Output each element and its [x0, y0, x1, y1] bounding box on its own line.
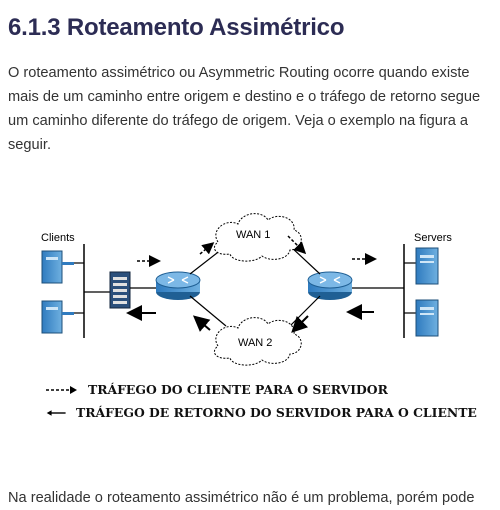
- left-router-icon: [155, 271, 201, 300]
- wan2-label: WAN 2: [238, 337, 272, 349]
- followup-paragraph: Na realidade o roteamento assimétrico nã…: [8, 490, 475, 506]
- wan1-outbound-arrow-left: [199, 242, 215, 255]
- server-icon: [415, 299, 439, 337]
- wan1-cloud-icon: [214, 213, 302, 262]
- legend-dashed: TRÁFEGO DO CLIENTE PARA O SERVIDOR: [46, 382, 388, 397]
- server-icon: [415, 247, 439, 285]
- intro-paragraph: O roteamento assimétrico ou Asymmetric R…: [8, 65, 481, 153]
- client-station-icon: [41, 250, 74, 284]
- firewall-icon: [109, 271, 131, 309]
- section-heading: 6.1.3 Roteamento Assimétrico: [8, 14, 345, 41]
- right-router-icon: [307, 271, 353, 300]
- wan2-return-arrow-right: [291, 315, 309, 333]
- legend-solid-text: TRÁFEGO DE RETORNO DO SERVIDOR PARA O CL…: [76, 405, 477, 420]
- asymmetric-routing-diagram: Clients Servers: [41, 213, 452, 366]
- solid-arrow-icon: [46, 409, 66, 416]
- client-station-icon: [41, 300, 74, 334]
- dashed-arrow-icon: [46, 385, 77, 394]
- legend-solid: TRÁFEGO DE RETORNO DO SERVIDOR PARA O CL…: [46, 405, 477, 420]
- wan1-outbound-arrow-right: [287, 235, 307, 255]
- clients-label: Clients: [41, 232, 75, 244]
- wan1-label: WAN 1: [236, 229, 270, 241]
- wan2-return-arrow-left: [192, 315, 211, 332]
- legend-dashed-text: TRÁFEGO DO CLIENTE PARA O SERVIDOR: [88, 382, 388, 397]
- wan2-cloud-icon: [214, 317, 302, 366]
- servers-label: Servers: [414, 232, 452, 244]
